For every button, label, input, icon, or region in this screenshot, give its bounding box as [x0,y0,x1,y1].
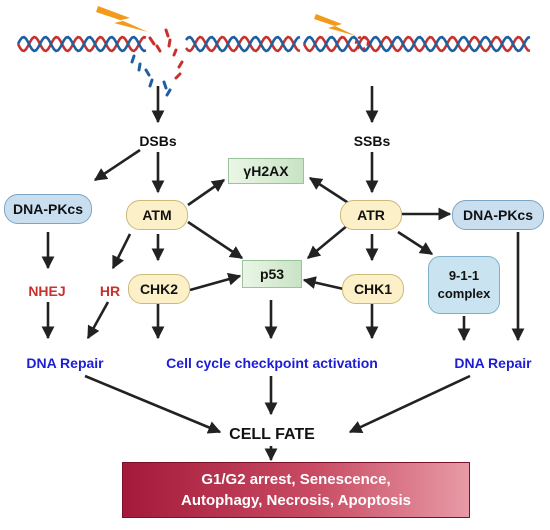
hr-label: HR [99,283,121,299]
atr-node: ATR [340,200,402,230]
dna-pkcs-right-node: DNA-PKcs [452,200,544,230]
pathway-arrows [41,86,525,462]
lightning-bolt-icon [314,14,356,36]
nine-one-one-complex-node: 9-1-1 complex [428,256,500,314]
p53-node: p53 [242,260,302,288]
dna-repair-right-label: DNA Repair [454,355,532,371]
atm-node: ATM [126,200,188,230]
dna-single-strand-break-icon [302,35,531,53]
gamma-h2ax-node: γH2AX [228,158,304,184]
dna-repair-left-label: DNA Repair [26,355,104,371]
nhej-label: NHEJ [28,283,66,299]
chk2-node: CHK2 [128,274,190,304]
chk1-node: CHK1 [342,274,404,304]
cell-fate-outcomes-box: G1/G2 arrest, Senescence, Autophagy, Nec… [122,462,470,518]
checkpoint-activation-label: Cell cycle checkpoint activation [166,355,378,371]
dna-double-strand-break-icon [16,28,301,97]
outcomes-line1: G1/G2 arrest, Senescence, [201,471,391,488]
outcomes-line2: Autophagy, Necrosis, Apoptosis [180,492,412,509]
ssbs-label: SSBs [353,133,391,149]
dsbs-label: DSBs [139,133,177,149]
dna-pkcs-left-node: DNA-PKcs [4,194,92,224]
lightning-bolt-icon [96,6,148,32]
complex-label-line1: 9-1-1 [448,268,480,283]
complex-label-line2: complex [437,286,491,301]
cell-fate-label: CELL FATE [229,426,315,443]
